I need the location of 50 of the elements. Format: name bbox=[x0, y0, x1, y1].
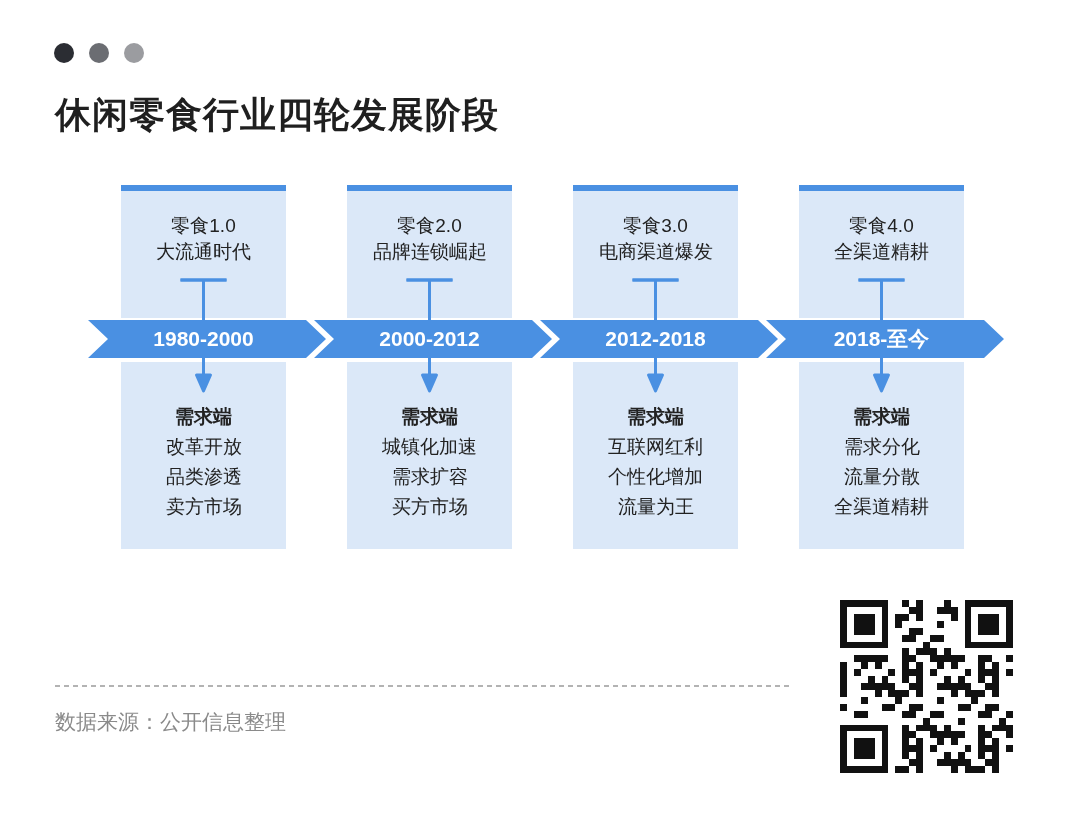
section-heading: 需求端 bbox=[853, 405, 910, 429]
t-connector bbox=[179, 278, 228, 322]
stage-title: 电商渠道爆发 bbox=[598, 240, 713, 264]
list-item: 互联网红利 bbox=[608, 435, 703, 459]
section-heading: 需求端 bbox=[627, 405, 684, 429]
stage-title: 品牌连锁崛起 bbox=[372, 240, 487, 264]
year-range: 2018-至今 bbox=[833, 327, 930, 351]
arrow bbox=[421, 356, 438, 393]
list-item: 品类渗透 bbox=[165, 465, 242, 489]
t-connector bbox=[857, 278, 906, 322]
arrow bbox=[306, 320, 326, 358]
list-item: 城镇化加速 bbox=[382, 435, 477, 459]
arrow bbox=[647, 356, 664, 393]
year-range: 1980-2000 bbox=[153, 327, 254, 351]
stage-card bbox=[573, 185, 738, 318]
detail-card bbox=[799, 362, 964, 549]
detail-card bbox=[121, 362, 286, 549]
list-item: 需求扩容 bbox=[391, 465, 468, 489]
arrow bbox=[758, 320, 778, 358]
list-item: 流量分散 bbox=[843, 465, 920, 489]
section-heading: 需求端 bbox=[401, 405, 458, 429]
list-item: 个性化增加 bbox=[608, 465, 703, 489]
stage-card bbox=[799, 185, 964, 318]
list-item: 买方市场 bbox=[391, 495, 468, 519]
diagram-title: 休闲零食行业四轮发展阶段 bbox=[55, 93, 499, 137]
list-item: 需求分化 bbox=[843, 435, 920, 459]
stage-card bbox=[121, 185, 286, 318]
stage-label: 零食2.0 bbox=[397, 214, 462, 238]
source-note: 数据来源：公开信息整理 bbox=[55, 709, 286, 735]
arrow bbox=[984, 320, 1004, 358]
t-connector bbox=[405, 278, 454, 322]
stage-label: 零食1.0 bbox=[171, 214, 236, 238]
stage-card bbox=[347, 185, 512, 318]
list-item: 卖方市场 bbox=[165, 495, 242, 519]
year-range: 2012-2018 bbox=[605, 327, 706, 351]
detail-card bbox=[573, 362, 738, 549]
year-range: 2000-2012 bbox=[379, 327, 480, 351]
section-heading: 需求端 bbox=[175, 405, 232, 429]
stage-title: 全渠道精耕 bbox=[834, 240, 929, 264]
arrow bbox=[532, 320, 552, 358]
arrow bbox=[873, 356, 890, 393]
list-item: 全渠道精耕 bbox=[834, 495, 929, 519]
t-connector bbox=[631, 278, 680, 322]
arrow bbox=[195, 356, 212, 393]
stage-title: 大流通时代 bbox=[156, 240, 251, 264]
list-item: 改革开放 bbox=[165, 435, 242, 459]
list-item: 流量为王 bbox=[617, 495, 694, 519]
stage-label: 零食3.0 bbox=[623, 214, 688, 238]
stage-label: 零食4.0 bbox=[849, 214, 914, 238]
detail-card bbox=[347, 362, 512, 549]
